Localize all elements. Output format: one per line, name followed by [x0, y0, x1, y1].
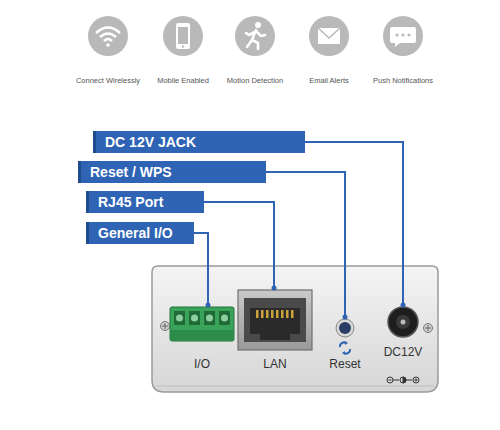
chat-icon [383, 16, 423, 56]
callout-box: RJ45 Port [86, 191, 204, 213]
polarity-symbol [387, 377, 419, 383]
port-label: Reset [329, 357, 360, 371]
reset-button [336, 319, 354, 355]
callout-box: Reset / WPS [78, 161, 266, 183]
feature-label: Motion Detection [227, 76, 283, 85]
leader-dot [272, 286, 277, 291]
leader-line [266, 172, 345, 317]
callout-box: DC 12V JACK [93, 131, 305, 153]
io-terminal-block [170, 307, 234, 341]
leader-line [305, 142, 403, 305]
feature-label: Email Alerts [309, 76, 349, 85]
port-label: DC12V [384, 345, 423, 359]
feature-label: Connect Wirelessly [76, 76, 140, 85]
email-icon [309, 16, 349, 56]
motion-icon [235, 16, 275, 56]
callout-text: General I/O [98, 225, 173, 241]
leader-line [194, 233, 208, 305]
wifi-icon [88, 16, 128, 56]
feature-label: Push Notifications [373, 76, 433, 85]
callout-box: General I/O [86, 222, 194, 244]
leader-dot [401, 303, 406, 308]
device-panel [152, 266, 438, 392]
leader-line [204, 202, 274, 288]
callout-text: RJ45 Port [98, 194, 163, 210]
callout-text: Reset / WPS [90, 164, 172, 180]
dc-jack [388, 307, 418, 337]
phone-icon [163, 16, 203, 56]
leader-dot [343, 315, 348, 320]
callout-text: DC 12V JACK [105, 134, 196, 150]
feature-label: Mobile Enabled [157, 76, 209, 85]
port-label: I/O [194, 357, 210, 371]
lan-jack [238, 290, 312, 350]
port-label: LAN [263, 357, 286, 371]
leader-dot [206, 303, 211, 308]
